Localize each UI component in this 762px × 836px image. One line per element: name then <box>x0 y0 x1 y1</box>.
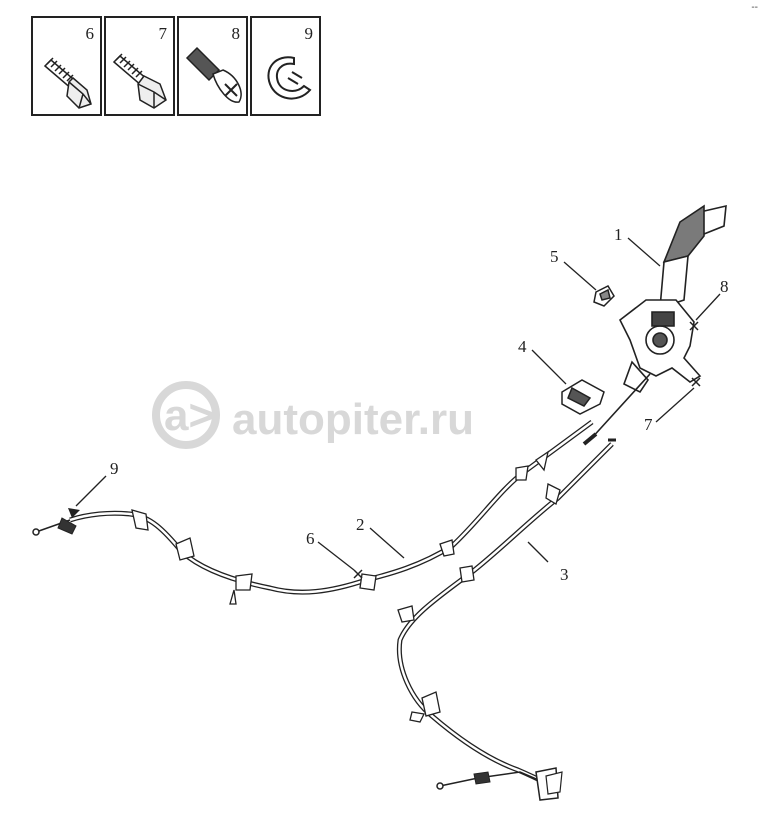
corner-mark: -- <box>751 2 758 13</box>
callout-4: 4 <box>518 337 527 356</box>
legend-cell-6: 6 <box>31 16 102 116</box>
bracket-part-4 <box>561 379 605 415</box>
cable-part-3 <box>396 438 616 801</box>
callout-2: 2 <box>356 515 365 534</box>
equalizer-rod <box>582 373 651 446</box>
callout-1: 1 <box>614 225 623 244</box>
nut-part-5 <box>593 285 615 307</box>
handbrake-lever <box>618 204 727 394</box>
legend-cell-7: 7 <box>104 16 175 116</box>
phillips-screw-icon <box>185 46 242 103</box>
legend-number: 6 <box>85 24 95 43</box>
legend-number: 7 <box>158 24 168 43</box>
watermark: a> autopiter.ru <box>152 381 474 449</box>
watermark-logo: a> <box>164 391 214 440</box>
legend-cell-8: 8 <box>177 16 248 116</box>
watermark-text: autopiter.ru <box>232 395 474 444</box>
callout-6: 6 <box>306 529 315 548</box>
leader-lines <box>75 237 721 571</box>
callout-5: 5 <box>550 247 559 266</box>
hex-bolt-flange-icon <box>43 57 92 109</box>
legend-number: 9 <box>304 24 314 43</box>
arrow-head-9 <box>68 508 80 518</box>
bolt-markers <box>353 321 701 579</box>
e-clip-icon <box>267 56 312 100</box>
callout-3: 3 <box>560 565 569 584</box>
legend-number: 8 <box>231 24 241 43</box>
callouts: 1 2 3 4 5 6 7 8 9 <box>110 225 729 584</box>
hex-bolt-icon <box>112 53 167 109</box>
legend-cell-9: 9 <box>250 16 321 116</box>
cable-part-2 <box>32 419 594 605</box>
callout-8: 8 <box>720 277 729 296</box>
callout-9: 9 <box>110 459 119 478</box>
callout-7: 7 <box>644 415 653 434</box>
